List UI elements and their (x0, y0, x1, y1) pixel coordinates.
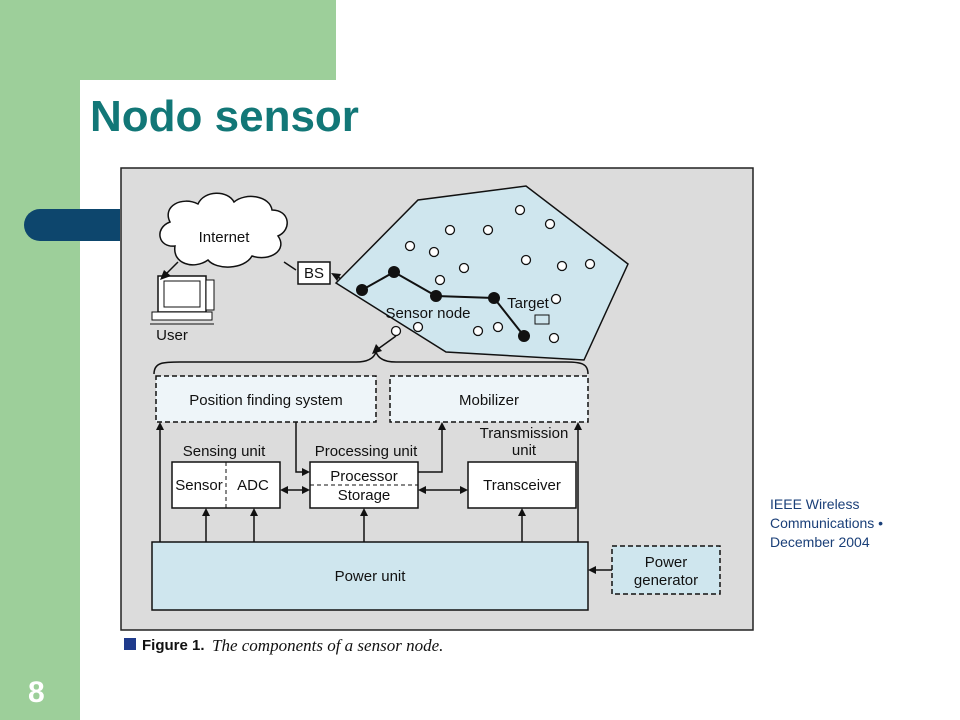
node-brace (153, 349, 589, 375)
slide-title: Nodo sensor (90, 92, 359, 141)
processing-unit-label: Processing unit (315, 443, 418, 460)
internet-cloud (159, 192, 288, 268)
transceiver-box (467, 461, 577, 509)
idle-sensor-nodes (390, 204, 596, 344)
power-generator-label-1: Power (645, 554, 688, 571)
sensor-field (334, 185, 629, 361)
power-unit-label: Power unit (335, 568, 407, 585)
bs-label: BS (304, 265, 324, 282)
side-decoration (0, 0, 80, 720)
base-station-box (297, 261, 331, 285)
internet-label: Internet (199, 229, 251, 246)
mobilizer-box (389, 375, 589, 423)
page-number: 8 (28, 676, 45, 709)
target-box (534, 314, 550, 325)
transmission-unit-label-2: unit (512, 442, 537, 459)
bs-to-internet-line (283, 261, 297, 271)
user-label: User (156, 327, 188, 344)
power-generator-label-2: generator (634, 572, 698, 589)
caption-text: The components of a sensor node. (212, 636, 443, 655)
sensor-node-figure: Internet User BS (120, 167, 754, 655)
position-finding-label: Position finding system (189, 392, 342, 409)
power-unit-box (151, 541, 589, 611)
data-flow-arrows (280, 422, 468, 494)
transceiver-label: Transceiver (483, 477, 561, 494)
citation-line-2: Communications • (770, 515, 884, 531)
power-distribution-arrows (156, 422, 582, 542)
caption-label: Figure 1. (142, 637, 205, 654)
internet-to-user-arrow (165, 261, 179, 275)
transmission-unit-label-1: Transmission (480, 425, 569, 442)
mobilizer-label: Mobilizer (459, 392, 519, 409)
sensor-node-label: Sensor node (385, 305, 470, 322)
citation-line-1: IEEE Wireless (770, 496, 860, 512)
sensor-label: Sensor (175, 477, 223, 494)
power-generator-box (611, 545, 721, 595)
storage-label: Storage (338, 487, 391, 504)
adc-label: ADC (237, 477, 269, 494)
top-decoration (80, 0, 336, 80)
processor-label: Processor (330, 468, 398, 485)
sensing-unit-label: Sensing unit (183, 443, 266, 460)
citation: IEEE Wireless Communications • December … (770, 495, 950, 552)
citation-line-3: December 2004 (770, 534, 870, 550)
accent-bar-extension (80, 209, 120, 241)
zoom-arrow (377, 335, 397, 350)
active-sensor-nodes (356, 266, 530, 342)
accent-bar (24, 209, 80, 241)
position-finding-box (155, 375, 377, 423)
computer-icon (150, 275, 215, 325)
caption-marker (124, 638, 136, 650)
target-label: Target (507, 295, 550, 312)
